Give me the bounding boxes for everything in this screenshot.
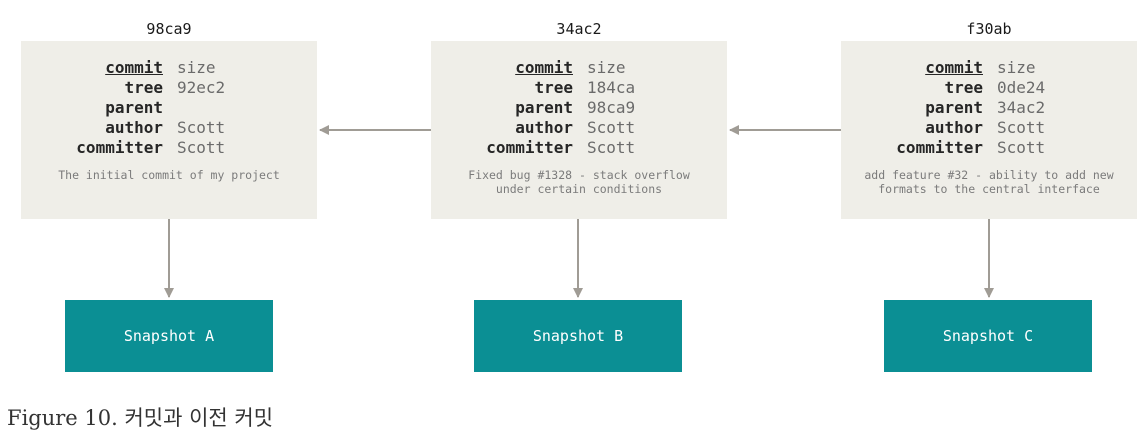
snapshot-box: Snapshot C xyxy=(884,300,1092,372)
field-key: commit xyxy=(105,58,163,77)
field-key: tree xyxy=(534,78,573,97)
field-key: tree xyxy=(944,78,983,97)
commit-message: add feature #32 - ability to add new for… xyxy=(864,168,1114,196)
field-key: parent xyxy=(925,98,983,117)
field-value: Scott xyxy=(177,118,226,137)
figure-caption: Figure 10. 커밋과 이전 커밋 xyxy=(7,406,274,430)
field-value: 184ca xyxy=(587,78,636,97)
snapshot-box: Snapshot B xyxy=(474,300,682,372)
field-value: size xyxy=(997,58,1036,77)
field-value: Scott xyxy=(997,138,1046,157)
field-key: author xyxy=(515,118,573,137)
field-key: commit xyxy=(515,58,573,77)
field-value: Scott xyxy=(177,138,226,157)
field-key: author xyxy=(925,118,983,137)
field-key: committer xyxy=(76,138,163,157)
field-value: size xyxy=(177,58,216,77)
field-key: committer xyxy=(486,138,573,157)
snapshot-box: Snapshot A xyxy=(65,300,273,372)
commit-hash: f30ab xyxy=(966,20,1012,38)
field-value xyxy=(163,98,177,118)
field-value: Scott xyxy=(587,118,636,137)
field-value: 34ac2 xyxy=(997,98,1046,117)
commit-hash: 98ca9 xyxy=(146,20,192,38)
field-value: Scott xyxy=(997,118,1046,137)
field-value: Scott xyxy=(587,138,636,157)
commit-message: The initial commit of my project xyxy=(58,168,280,182)
field-value: 98ca9 xyxy=(587,98,636,117)
field-value: 92ec2 xyxy=(177,78,226,97)
field-key: tree xyxy=(124,78,163,97)
field-key: parent xyxy=(105,98,163,117)
field-key: author xyxy=(105,118,163,137)
field-key: committer xyxy=(896,138,983,157)
field-key: commit xyxy=(925,58,983,77)
field-key: parent xyxy=(515,98,573,117)
commit-message: Fixed bug #1328 - stack overflow under c… xyxy=(468,168,690,196)
field-value: size xyxy=(587,58,626,77)
commit-hash: 34ac2 xyxy=(556,20,602,38)
field-value: 0de24 xyxy=(997,78,1046,97)
